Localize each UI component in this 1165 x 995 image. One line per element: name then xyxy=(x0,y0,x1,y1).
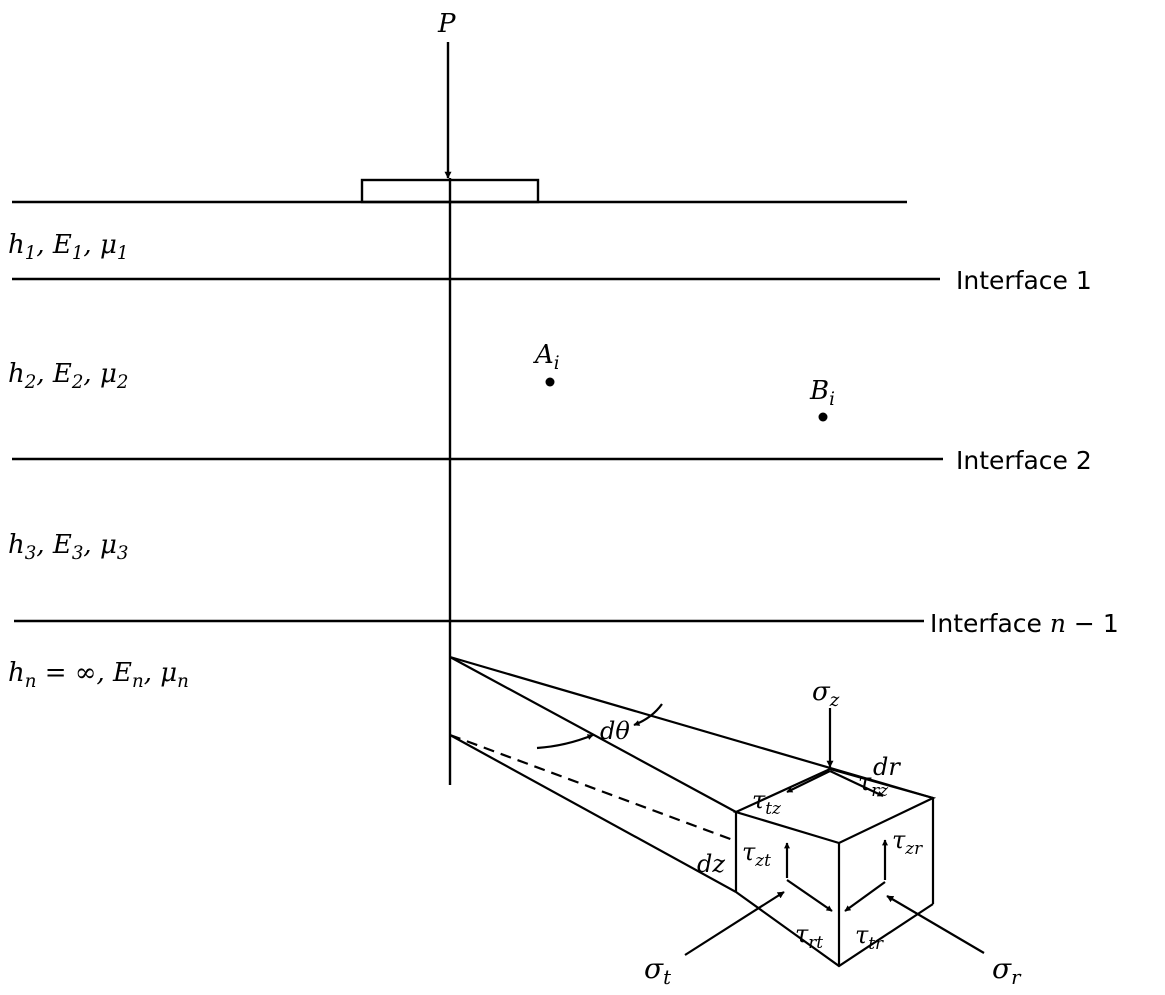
dr-label: dr xyxy=(873,753,901,781)
wedge-lower-ray xyxy=(449,734,737,893)
tau-tr-arrow xyxy=(844,881,886,912)
point-a-label: Ai xyxy=(533,340,560,374)
point-b-label: Bi xyxy=(809,376,835,410)
point-a-dot xyxy=(545,377,555,387)
point-b-dot xyxy=(818,412,828,422)
load-label: P xyxy=(437,9,456,39)
tau-rz-arrow xyxy=(829,770,884,797)
tau-zt-label: τzt xyxy=(742,838,771,870)
tau-tr-label: τtr xyxy=(855,921,884,953)
interface-label-n-minus-1: Interface n − 1 xyxy=(930,609,1119,638)
tau-tz-arrow xyxy=(786,770,831,793)
dz-label: dz xyxy=(697,850,725,878)
sigma-z-label: σz xyxy=(812,677,840,711)
sigma-r-label: σr xyxy=(992,952,1022,989)
sigma-t-label: σt xyxy=(644,952,671,989)
layer-2-label: h2, E2, μ2 xyxy=(8,359,128,393)
interface-label-1: Interface 1 xyxy=(956,266,1092,295)
cube-bottom-edges xyxy=(735,891,934,968)
tau-tz-label: τtz xyxy=(752,786,781,818)
tau-rt-arrow xyxy=(786,879,833,912)
layer-n-label: hn = ∞, En, μn xyxy=(8,658,189,692)
dtheta-arrow-2 xyxy=(536,733,594,750)
dtheta-arrow-1 xyxy=(633,703,663,727)
wedge-hidden-ray xyxy=(449,733,734,842)
tau-rz-label: τrz xyxy=(858,768,888,800)
layer-3-label: h3, E3, μ3 xyxy=(8,530,128,564)
sigma-t-arrow xyxy=(684,891,785,956)
sigma-r-arrow xyxy=(886,895,985,954)
tau-rt-label: τrt xyxy=(795,920,823,952)
dtheta-label: dθ xyxy=(600,717,630,745)
tau-zr-label: τzr xyxy=(892,826,923,858)
layer-1-label: h1, E1, μ1 xyxy=(8,230,128,264)
interface-label-2: Interface 2 xyxy=(956,446,1092,475)
